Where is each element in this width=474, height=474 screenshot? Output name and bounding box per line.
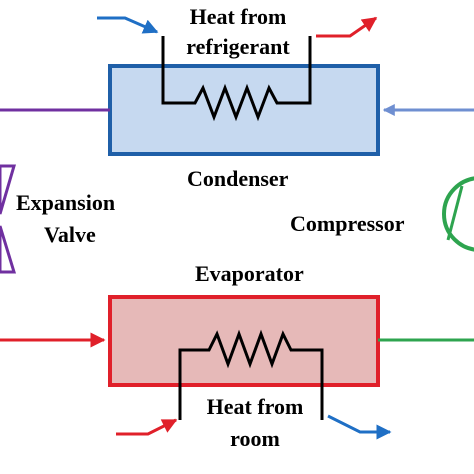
condenser-outlet-arrow	[316, 16, 378, 38]
evaporator-heat-label-line2: room	[230, 426, 280, 451]
evaporator-outlet-arrow	[327, 414, 392, 440]
condenser-heat-label-line1: Heat from	[189, 4, 287, 29]
expansion-valve-symbol-lower	[0, 225, 17, 274]
evaporator-coil	[178, 329, 324, 420]
evaporator-inlet-arrow	[116, 418, 178, 436]
evaporator-box	[108, 295, 380, 387]
expansion-valve-symbol	[0, 164, 16, 215]
condenser-heat-label-line2: refrigerant	[186, 34, 290, 59]
condenser-coil	[161, 36, 312, 122]
compressor-label: Compressor	[290, 211, 405, 236]
condenser-inlet-arrow	[97, 16, 159, 34]
evaporator-heat-label-line1: Heat from	[206, 394, 304, 419]
expansion-valve-label-line2: Valve	[44, 222, 96, 247]
evaporator-label: Evaporator	[195, 261, 304, 286]
compressor-inner-line	[446, 185, 464, 241]
condenser-box	[108, 64, 380, 156]
expansion-valve-label-line1: Expansion	[16, 190, 116, 215]
condenser-label: Condenser	[187, 166, 289, 191]
